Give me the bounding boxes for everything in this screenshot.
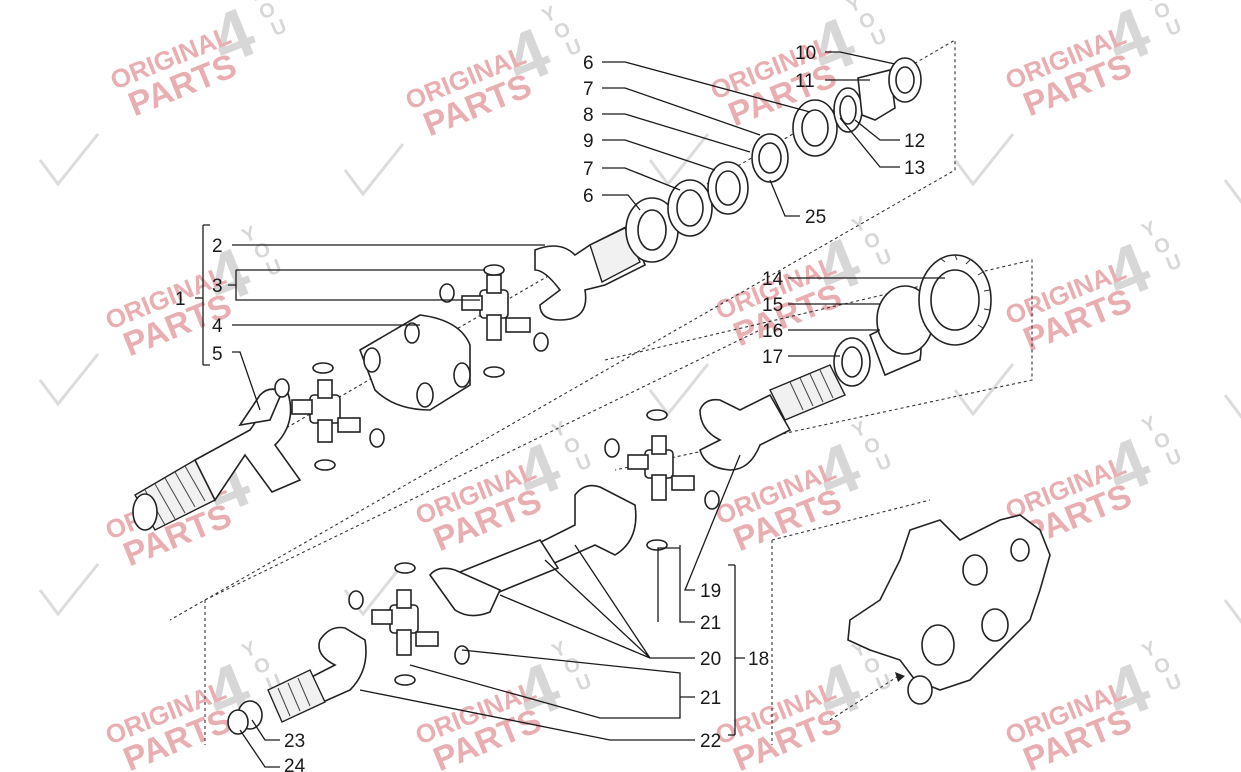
cross-spider-mid [627,435,695,501]
yoke-upper-right [699,393,792,471]
callout-12: 12 [904,131,925,152]
callout-8: 8 [583,105,594,126]
callout-9: 9 [583,131,594,152]
slip-yoke-20 [533,484,637,566]
watermark-check-7 [38,563,100,617]
watermark-check-0 [38,133,100,187]
cross-spider-lower-2 [371,589,439,656]
svg-text:Y: Y [1139,0,1160,8]
watermark-check-6 [648,363,710,417]
callout-2: 2 [212,236,223,257]
svg-text:U: U [1163,15,1185,41]
callout-21-upper: 21 [700,613,721,634]
lock-washer-11 [857,69,896,121]
svg-text:U: U [573,450,595,476]
watermark-check-3 [953,133,1015,187]
leader-lines [195,51,945,768]
svg-text:U: U [868,25,890,51]
watermark-check-4 [38,353,100,407]
watermark-check-10 [1223,394,1241,419]
watermark-check-11 [1223,599,1241,624]
callout-23: 23 [284,731,305,752]
svg-text:O: O [1151,233,1174,259]
svg-text:U: U [1163,670,1185,696]
svg-text:O: O [861,653,884,679]
callout-13: 13 [904,158,925,179]
svg-text:U: U [263,255,285,281]
callout-15: 15 [762,295,783,316]
svg-text:U: U [873,450,895,476]
svg-text:O: O [861,228,884,254]
callout-19: 19 [700,581,721,602]
shaft-splined-middle [769,364,846,421]
callout-17: 17 [762,347,783,368]
svg-text:O: O [856,8,879,34]
svg-text:O: O [251,653,274,679]
svg-text:U: U [1163,250,1185,276]
svg-text:U: U [1163,445,1185,471]
upper-propeller-shaft [132,57,922,531]
watermark-check-1 [343,143,405,197]
callout-6-upper: 6 [583,53,594,74]
gear-assembly [769,254,992,421]
svg-text:O: O [1151,428,1174,454]
svg-text:O: O [861,433,884,459]
svg-text:O: O [1151,653,1174,679]
cross-spider-upper [461,274,531,341]
axle-housing [829,514,1051,721]
callout-22: 22 [700,731,721,752]
svg-text:U: U [873,670,895,696]
watermark-check-2 [648,133,710,187]
callout-16: 16 [762,321,783,342]
callout-25: 25 [805,207,826,228]
callout-3: 3 [212,276,223,297]
lower-propeller-shaft [227,393,792,735]
svg-text:O: O [551,18,574,44]
svg-text:O: O [256,0,279,24]
callout-18: 18 [748,649,769,670]
callout-7-lower: 7 [583,159,594,180]
watermark-check-9 [1223,179,1241,204]
svg-text:O: O [561,653,584,679]
circlip-24 [227,709,249,735]
svg-text:O: O [1151,0,1174,24]
svg-text:U: U [563,35,585,61]
svg-text:Y: Y [244,0,265,8]
callout-6-lower: 6 [583,186,594,207]
svg-text:U: U [573,670,595,696]
watermark-check-5 [953,363,1015,417]
callout-labels: 1 2 3 4 5 6 7 8 9 7 6 10 11 12 13 25 14 … [175,43,925,772]
cross-spider-lower [291,379,361,443]
callout-24: 24 [284,756,306,772]
callout-4: 4 [212,316,223,337]
flange-yoke-4 [359,314,471,411]
callout-21-lower: 21 [700,688,721,709]
splined-end-lower [267,669,326,723]
svg-text:O: O [561,433,584,459]
callout-5: 5 [212,344,223,365]
svg-text:U: U [268,15,290,41]
callout-1: 1 [175,289,186,310]
housing-dashed-frame [771,499,931,745]
callout-11: 11 [795,71,815,92]
callout-7-upper: 7 [583,79,594,100]
callout-20: 20 [700,649,721,670]
callout-10: 10 [795,43,816,64]
lower-dashed-frame [204,329,761,745]
middle-dashed-frame [604,259,1033,471]
callout-14: 14 [762,269,784,290]
svg-text:U: U [873,245,895,271]
